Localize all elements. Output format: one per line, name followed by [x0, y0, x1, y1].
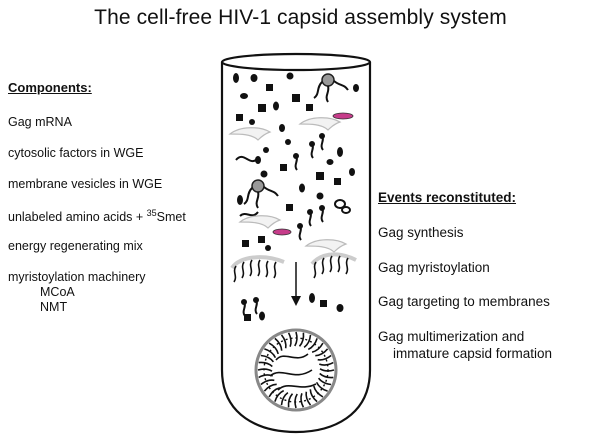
- event-gag-synthesis: Gag synthesis: [378, 225, 464, 240]
- capsid-gag-spoke: [300, 393, 305, 408]
- capsid-gag-spoke: [257, 368, 273, 372]
- sub-item-nmt: NMT: [40, 300, 68, 314]
- component-myristoylation: myristoylation machinery: [8, 270, 146, 284]
- component-amino-acids: unlabeled amino acids + 35Smet: [8, 208, 186, 224]
- isotope-mass: 35: [146, 208, 157, 218]
- isotope-label: Smet: [156, 210, 186, 225]
- capsid-gag-spoke: [264, 348, 277, 359]
- capsid-gag-spoke: [287, 393, 294, 408]
- capsid-gag-spoke: [309, 389, 318, 403]
- event-gag-myristoylation: Gag myristoylation: [378, 260, 490, 275]
- components-heading: Components:: [8, 80, 92, 95]
- sub-item-mcoa: MCoA: [40, 285, 75, 299]
- event-gag-multimerization: Gag multimerization and: [378, 329, 525, 344]
- tube-contents: [229, 72, 359, 412]
- component-gag-mrna: Gag mRNA: [8, 115, 72, 129]
- capsid-gag-spoke: [268, 387, 281, 398]
- capsid-gag-spoke: [263, 383, 277, 392]
- capsid-gag-spoke: [307, 338, 318, 351]
- capsid-gag-spoke: [274, 337, 283, 351]
- capsid-gag-spoke: [298, 332, 305, 347]
- component-energy-mix: energy regenerating mix: [8, 239, 143, 253]
- capsid-gag-spoke: [319, 368, 335, 372]
- capsid-gag-spoke: [294, 393, 298, 409]
- page-title: The cell-free HIV-1 capsid assembly syst…: [94, 6, 507, 29]
- capsid-gag-spoke: [303, 334, 312, 349]
- capsid-gag-spoke: [260, 379, 275, 386]
- component-membrane-vesicles: membrane vesicles in WGE: [8, 177, 163, 191]
- capsid-gag-spoke: [313, 385, 324, 398]
- capsid-gag-spoke: [317, 377, 332, 386]
- capsid-gag-spoke: [268, 342, 279, 355]
- capsid-gag-spoke: [274, 389, 285, 402]
- capsid-gag-spoke: [317, 354, 332, 361]
- component-amino-acids-text: unlabeled amino acids +: [8, 210, 147, 225]
- events-heading: Events reconstituted:: [378, 190, 517, 205]
- capsid-gag-spoke: [305, 391, 312, 406]
- test-tube: [220, 52, 372, 434]
- capsid-gag-spoke: [319, 361, 334, 366]
- immature-capsid: [254, 328, 338, 412]
- event-capsid-formation: immature capsid formation: [393, 346, 553, 361]
- capsid-gag-spoke: [260, 354, 275, 363]
- capsid-gag-spoke: [280, 391, 289, 406]
- capsid-gag-spoke: [280, 334, 287, 349]
- component-cytosolic-factors: cytosolic factors in WGE: [8, 146, 144, 160]
- capsid-gag-spoke: [287, 332, 292, 347]
- capsid-gag-spoke: [315, 381, 328, 392]
- capsid-gag-spoke: [311, 342, 324, 353]
- capsid-gag-spoke: [258, 361, 273, 368]
- capsid-gag-spoke: [319, 372, 334, 379]
- capsid-gag-spoke: [294, 331, 298, 347]
- capsid-gag-spoke: [315, 348, 329, 357]
- event-gag-targeting: Gag targeting to membranes: [378, 294, 550, 309]
